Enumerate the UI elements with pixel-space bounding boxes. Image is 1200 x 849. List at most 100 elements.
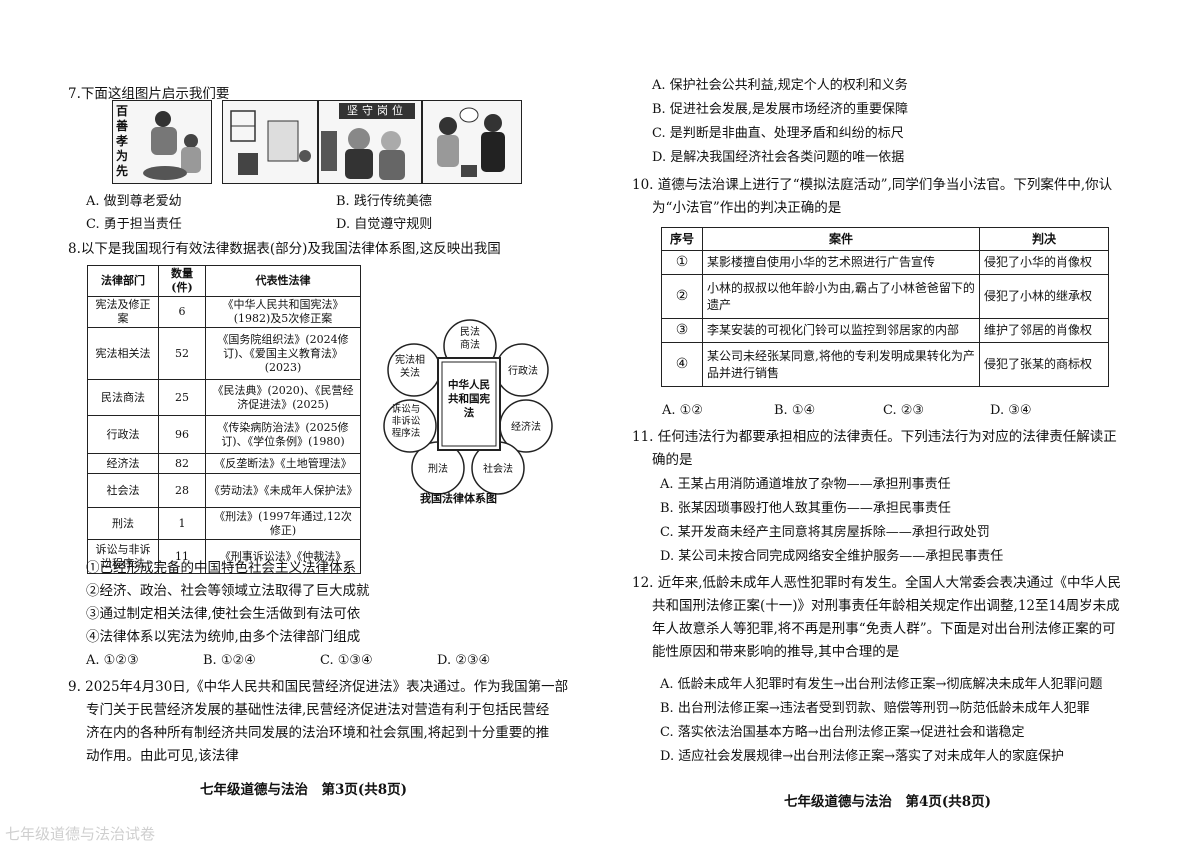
q9-line-2: 专门关于民营经济发展的基础性法律,民营经济促进法对营造有利于包括民营经	[86, 702, 550, 718]
diagram-center-constitution: 中华人民共和国宪法	[448, 379, 490, 419]
table-cell: 25	[158, 379, 206, 416]
q10-line-1: 10. 道德与法治课上进行了“模拟法庭活动”,同学们争当小法官。下列案件中,你认	[632, 177, 1113, 193]
q10-stem: 10. 道德与法治课上进行了“模拟法庭活动”,同学们争当小法官。下列案件中,你认…	[632, 174, 1162, 220]
q7-stem: 7.下面这组图片启示我们要	[68, 86, 230, 102]
q11-line-2: 确的是	[652, 452, 693, 468]
q9-stem: 9. 2025年4月30日,《中华人民共和国民营经济促进法》表决通过。作为我国第…	[68, 676, 583, 768]
q7-panel-1-label: 百善孝为先	[116, 104, 129, 178]
q8-diagram-caption: 我国法律体系图	[420, 492, 497, 505]
q7-panel-filial-piety: 百善孝为先	[112, 100, 212, 184]
q7-panel-rules	[422, 100, 522, 184]
q12-option-a: A. 低龄未成年人犯罪时有发生→出台刑法修正案→彻底解决未成年人犯罪问题	[660, 677, 1103, 692]
table-cell: 侵犯了小华的肖像权	[979, 250, 1109, 275]
table-cell: 侵犯了小林的继承权	[979, 274, 1109, 319]
table-row: 经济法 82 《反垄断法》《土地管理法》	[87, 453, 361, 474]
table-cell: 宪法及修正案	[87, 296, 159, 328]
q10-table-header: 序号 案件 判决	[661, 227, 1109, 251]
q10-option-d: D. ③④	[990, 403, 1032, 418]
q10-header-no: 序号	[661, 227, 703, 251]
petal-civil-commercial: 民法商法	[460, 327, 480, 351]
q11-option-d: D. 某公司未按合同完成网络安全维护服务——承担民事责任	[660, 549, 1004, 564]
q8-table-header: 法律部门 数量(件) 代表性法律	[87, 265, 361, 297]
q7-option-a: A. 做到尊老爱幼	[86, 194, 182, 209]
left-page-footer: 七年级道德与法治 第3页(共8页)	[200, 782, 408, 798]
q10-option-c: C. ②③	[883, 403, 925, 418]
watermark: 七年级道德与法治试卷	[5, 825, 156, 843]
q7-panel-2-drawing	[230, 110, 311, 175]
table-cell: 宪法相关法	[87, 327, 159, 380]
q7-panel-room	[222, 100, 318, 184]
table-cell: 《劳动法》《未成年人保护法》	[205, 473, 361, 508]
table-cell: 28	[158, 473, 206, 508]
q10-line-2: 为“小法官”作出的判决正确的是	[652, 200, 842, 216]
petal-economic: 经济法	[511, 422, 541, 433]
q9-line-1: 9. 2025年4月30日,《中华人民共和国民营经济促进法》表决通过。作为我国第…	[68, 679, 569, 695]
table-cell: 社会法	[87, 473, 159, 508]
q9-line-3: 济在内的各种所有制经济共同发展的法治环境和社会氛围,将起到十分重要的推	[86, 725, 550, 741]
q8-stem: 8.以下是我国现行有效法律数据表(部分)及我国法律体系图,这反映出我国	[68, 241, 501, 257]
table-cell: ①	[661, 250, 703, 275]
table-cell: ④	[661, 342, 703, 387]
q8-header-dept: 法律部门	[87, 265, 159, 297]
q8-option-d: D. ②③④	[437, 653, 491, 668]
q7-picture-strip: 百善孝为先 坚守岗位	[112, 100, 522, 184]
q12-line-3: 年人故意杀人等犯罪,将不再是刑事“免责人群”。下面是对出台刑法修正案的可	[652, 621, 1116, 637]
right-page-footer: 七年级道德与法治 第4页(共8页)	[784, 794, 992, 810]
table-cell: 82	[158, 453, 206, 474]
q12-option-c: C. 落实依法治国基本方略→出台刑法修正案→促进社会和谐稳定	[660, 725, 1025, 740]
petal-procedure: 诉讼与非诉讼程序法	[391, 404, 421, 439]
table-cell: 行政法	[87, 415, 159, 454]
table-cell: 民法商法	[87, 379, 159, 416]
table-cell: 6	[158, 296, 206, 328]
table-row: 行政法 96 《传染病防治法》(2025修订)、《学位条例》(1980)	[87, 415, 361, 454]
table-cell: 经济法	[87, 453, 159, 474]
q8-option-b: B. ①②④	[203, 653, 256, 668]
table-cell: 《传染病防治法》(2025修订)、《学位条例》(1980)	[205, 415, 361, 454]
q12-line-1: 12. 近年来,低龄未成年人恶性犯罪时有发生。全国人大常委会表决通过《中华人民	[632, 575, 1122, 591]
q9-line-4: 动作用。由此可见,该法律	[86, 748, 239, 764]
q8-diagram-petals	[383, 319, 553, 495]
q8-law-table: 法律部门 数量(件) 代表性法律 宪法及修正案 6 《中华人民共和国宪法》(19…	[87, 265, 361, 574]
table-row: ① 某影楼擅自使用小华的艺术照进行广告宣传 侵犯了小华的肖像权	[661, 250, 1109, 275]
q9-option-c: C. 是判断是非曲直、处理矛盾和纠纷的标尺	[652, 126, 904, 141]
table-cell: ②	[661, 274, 703, 319]
q7-option-b: B. 践行传统美德	[336, 194, 432, 209]
q12-option-b: B. 出台刑法修正案→违法者受到罚款、赔偿等刑罚→防范低龄未成年人犯罪	[660, 701, 1090, 716]
q12-option-d: D. 适应社会发展规律→出台刑法修正案→落实了对未成年人的家庭保护	[660, 749, 1065, 764]
q7-option-d: D. 自觉遵守规则	[336, 217, 433, 232]
table-cell: ③	[661, 318, 703, 343]
table-cell: 刑法	[87, 507, 159, 540]
q8-header-laws: 代表性法律	[205, 265, 361, 297]
table-row: ④ 某公司未经张某同意,将他的专利发明成果转化为产品并进行销售 侵犯了张某的商标…	[661, 342, 1109, 387]
table-cell: 《反垄断法》《土地管理法》	[205, 453, 361, 474]
table-row: 宪法相关法 52 《国务院组织法》(2024修订)、《爱国主义教育法》(2023…	[87, 327, 361, 380]
table-cell: 维护了邻居的肖像权	[979, 318, 1109, 343]
q8-statement-3: ③通过制定相关法律,使社会生活做到有法可依	[86, 606, 361, 622]
q11-stem: 11. 任何违法行为都要承担相应的法律责任。下列违法行为对应的法律责任解读正 确…	[632, 426, 1162, 472]
q7-panel-4-drawing	[437, 107, 505, 177]
table-row: ② 小林的叔叔以他年龄小为由,霸占了小林爸爸留下的遗产 侵犯了小林的继承权	[661, 274, 1109, 319]
q12-stem: 12. 近年来,低龄未成年人恶性犯罪时有发生。全国人大常委会表决通过《中华人民 …	[632, 572, 1162, 664]
q8-header-count: 数量(件)	[158, 265, 206, 297]
table-cell: 96	[158, 415, 206, 454]
table-cell: 某公司未经张某同意,将他的专利发明成果转化为产品并进行销售	[702, 342, 980, 387]
table-cell: 1	[158, 507, 206, 540]
q10-option-a: A. ①②	[662, 403, 703, 418]
petal-constitution-related: 宪法相关法	[395, 355, 425, 379]
q10-header-verdict: 判决	[979, 227, 1109, 251]
petal-criminal: 刑法	[428, 464, 448, 475]
q10-case-table: 序号 案件 判决 ① 某影楼擅自使用小华的艺术照进行广告宣传 侵犯了小华的肖像权…	[661, 227, 1109, 387]
q8-option-a: A. ①②③	[86, 653, 139, 668]
table-cell: 11	[158, 539, 206, 574]
q7-panel-3-sign: 坚守岗位	[339, 103, 415, 119]
table-cell: 《国务院组织法》(2024修订)、《爱国主义教育法》(2023)	[205, 327, 361, 380]
q9-option-d: D. 是解决我国经济社会各类问题的唯一依据	[652, 150, 905, 165]
q7-option-c: C. 勇于担当责任	[86, 217, 182, 232]
table-cell: 诉讼与非诉讼程序法	[87, 539, 159, 574]
q10-option-b: B. ①④	[774, 403, 816, 418]
table-row: 宪法及修正案 6 《中华人民共和国宪法》(1982)及5次修正案	[87, 296, 361, 328]
table-cell: 《中华人民共和国宪法》(1982)及5次修正案	[205, 296, 361, 328]
q11-line-1: 11. 任何违法行为都要承担相应的法律责任。下列违法行为对应的法律责任解读正	[632, 429, 1117, 445]
q12-line-4: 能性原因和带来影响的推导,其中合理的是	[652, 644, 900, 660]
left-page: 7.下面这组图片启示我们要 百善孝为先 坚守岗位	[68, 86, 583, 798]
